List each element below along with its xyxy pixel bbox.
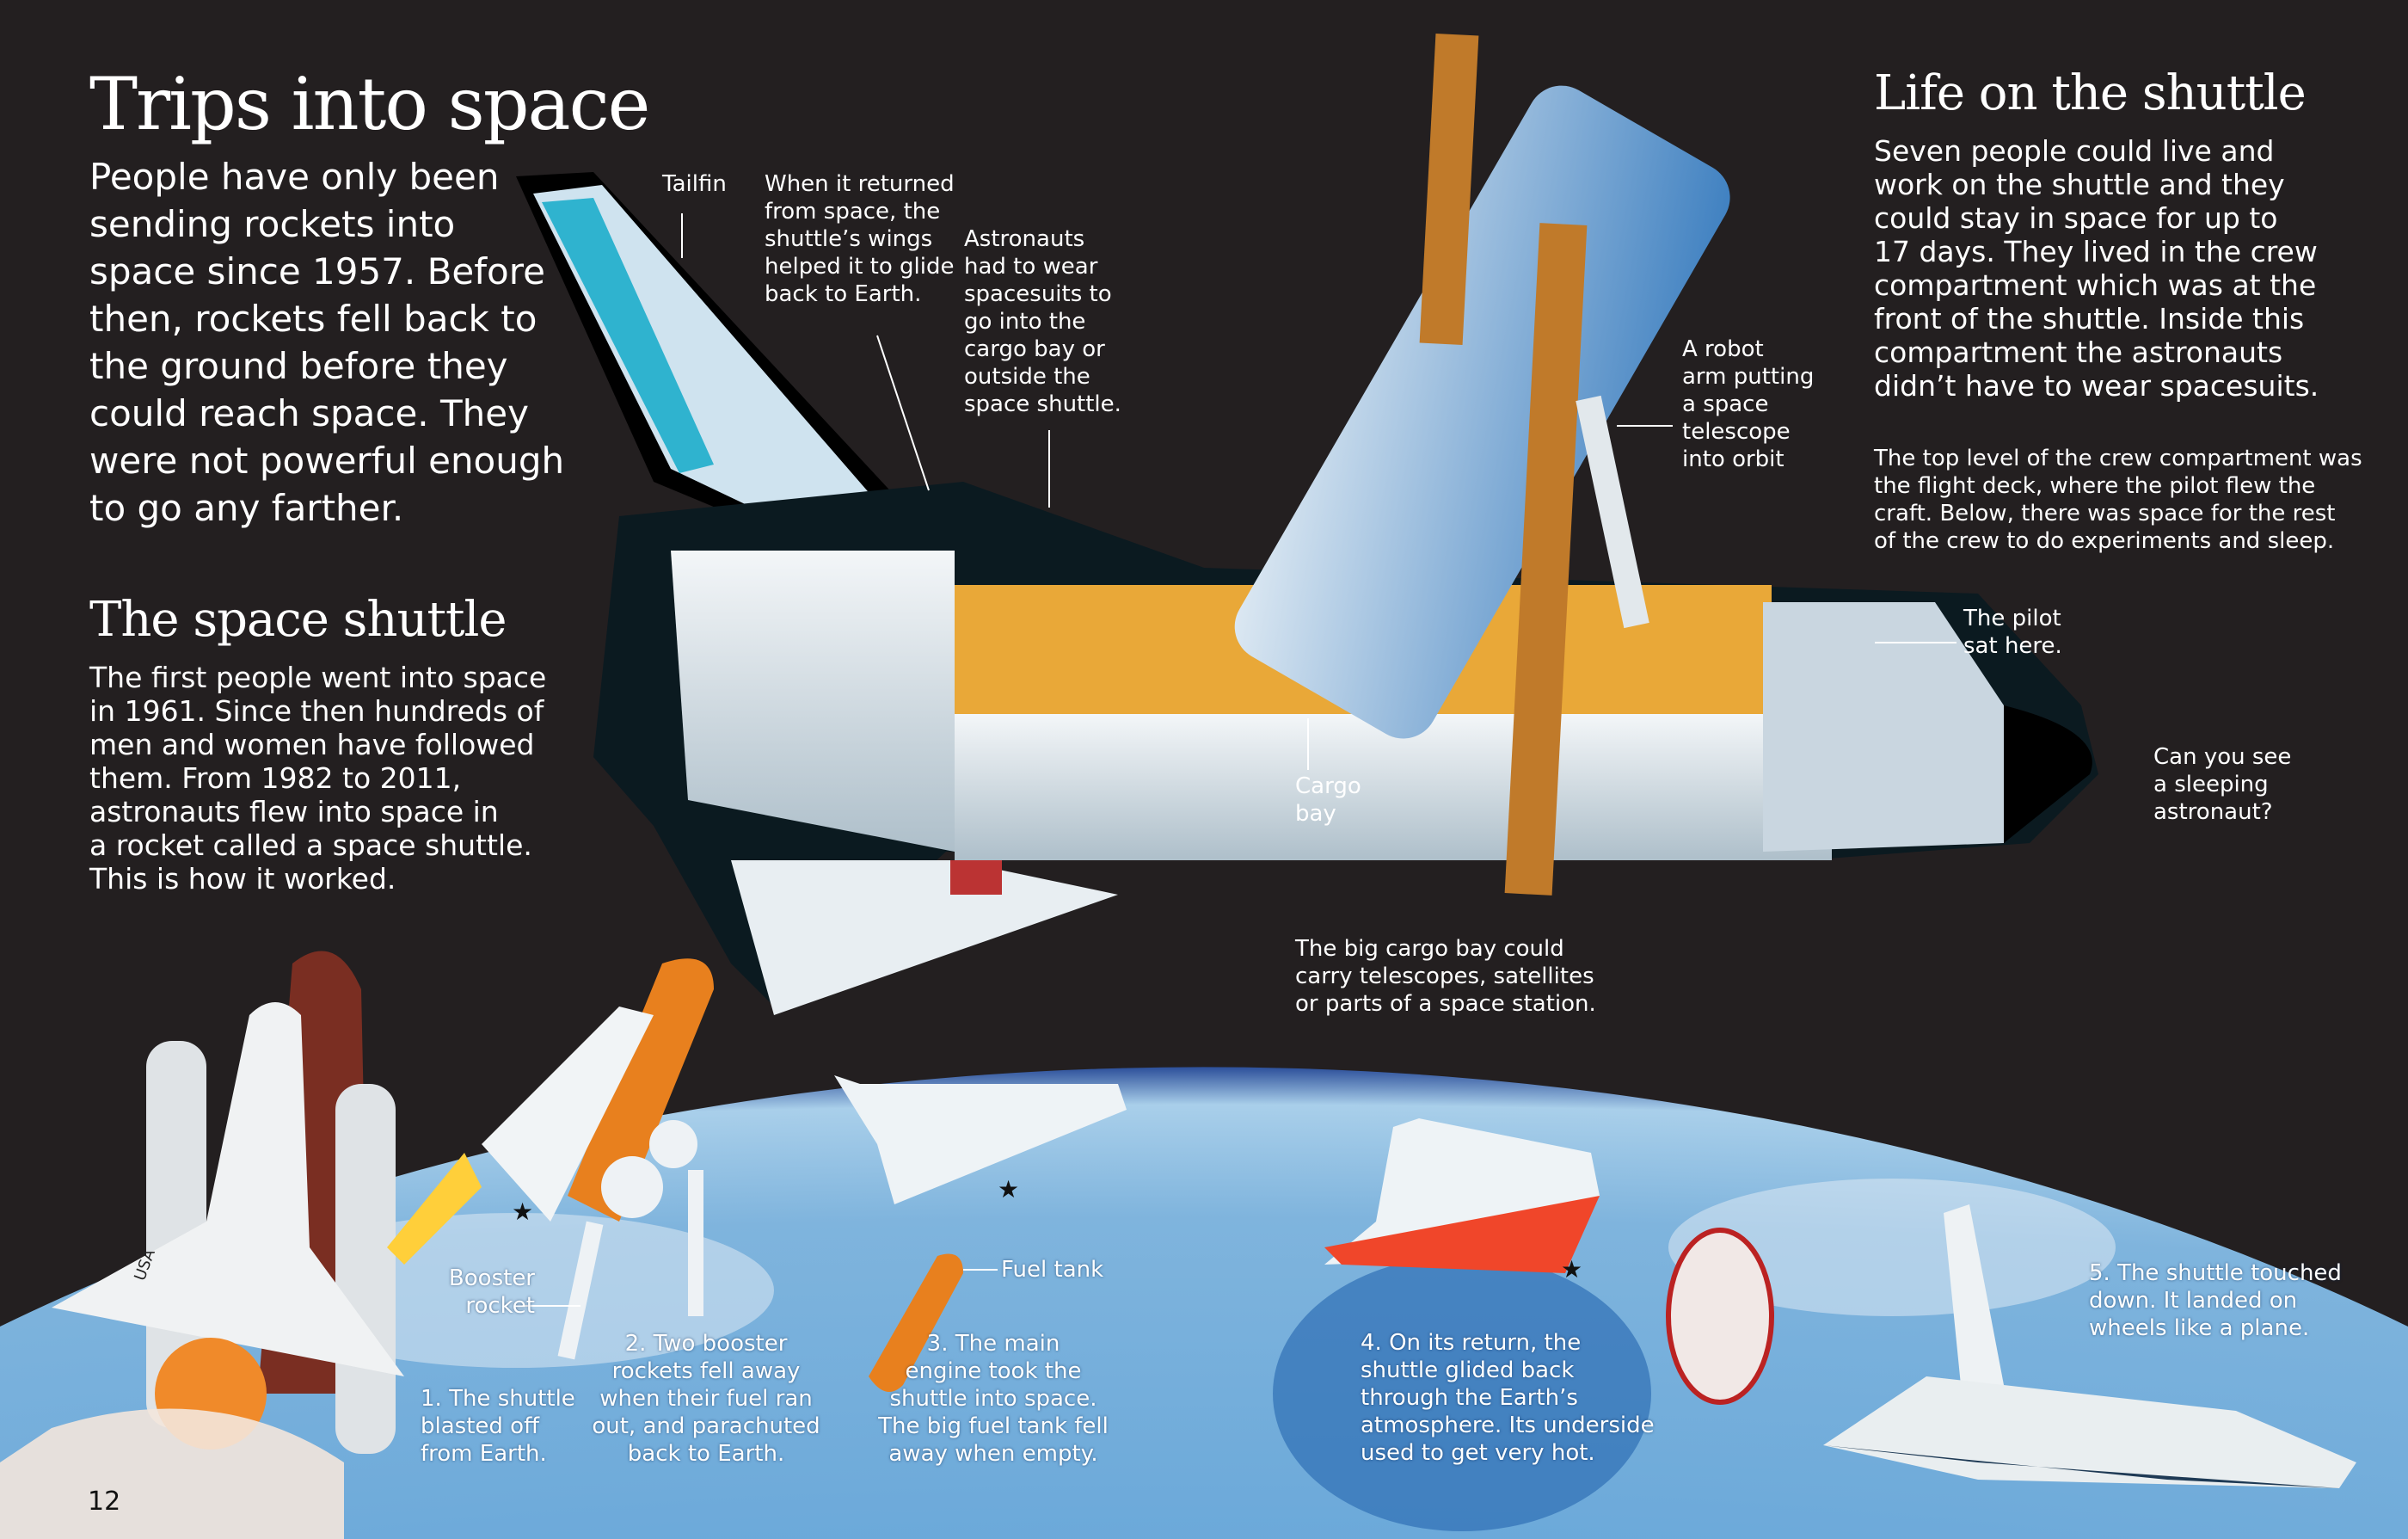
- label-fuel-tank: Fuel tank: [1001, 1257, 1104, 1283]
- label-booster-rocket: Booster rocket: [448, 1265, 535, 1319]
- leader-lines: [522, 213, 1956, 1307]
- step-3-caption: 3. The main engine took the shuttle into…: [878, 1331, 1109, 1467]
- booster-rockets: [557, 1120, 703, 1360]
- robot-arm: [1576, 395, 1649, 629]
- fuel-tank: [869, 1253, 963, 1392]
- usa-flag-icon: [950, 860, 1002, 895]
- svg-text:★: ★: [512, 1197, 533, 1226]
- label-sleeping-astronaut: Can you see a sleeping astronaut?: [2153, 744, 2292, 825]
- space-telescope: [1234, 85, 1730, 739]
- section-title-space-shuttle: The space shuttle: [89, 592, 507, 648]
- cargo-bay-note: The big cargo bay could carry telescopes…: [1295, 936, 1596, 1017]
- svg-text:★: ★: [998, 1175, 1019, 1203]
- heat-glow: [1324, 1196, 1600, 1273]
- page-number: 12: [88, 1487, 121, 1517]
- intro-paragraph: People have only been sending rockets in…: [89, 156, 565, 529]
- drag-chute: [1666, 1228, 1774, 1405]
- label-tailfin: Tailfin: [662, 171, 727, 197]
- step-2-caption: 2. Two booster rockets fell away when th…: [592, 1331, 820, 1467]
- crew-compartment-paragraph: The top level of the crew compartment wa…: [1874, 446, 2362, 554]
- star-icons: ★ ★ ★: [512, 1175, 1582, 1284]
- step-5-caption: 5. The shuttle touched down. It landed o…: [2089, 1260, 2342, 1341]
- label-cargo-bay: Cargo bay: [1295, 773, 1361, 827]
- life-paragraph: Seven people could live and work on the …: [1874, 134, 2319, 403]
- step3-shuttle: [834, 1075, 1127, 1204]
- page-title: Trips into space: [89, 62, 650, 146]
- space-shuttle-paragraph: The first people went into space in 1961…: [89, 661, 547, 896]
- solar-panel: [1504, 223, 1588, 896]
- step-1-caption: 1. The shuttle blasted off from Earth.: [421, 1386, 575, 1467]
- label-robot-arm: A robot arm putting a space telescope in…: [1682, 336, 1815, 472]
- step1-shuttle: [387, 958, 714, 1265]
- svg-text:★: ★: [1561, 1255, 1582, 1284]
- launch-shuttle: [0, 951, 404, 1539]
- step-4-caption: 4. On its return, the shuttle glided bac…: [1361, 1330, 1655, 1466]
- section-title-life-on-shuttle: Life on the shuttle: [1874, 65, 2307, 121]
- label-pilot: The pilot sat here.: [1963, 606, 2062, 659]
- landing-shuttle: [1823, 1204, 2356, 1488]
- solar-panel: [1419, 33, 1479, 346]
- label-wings: When it returned from space, the shuttle…: [765, 171, 955, 307]
- label-astronauts: Astronauts had to wear spacesuits to go …: [964, 226, 1121, 417]
- ocean: [1273, 1256, 1651, 1531]
